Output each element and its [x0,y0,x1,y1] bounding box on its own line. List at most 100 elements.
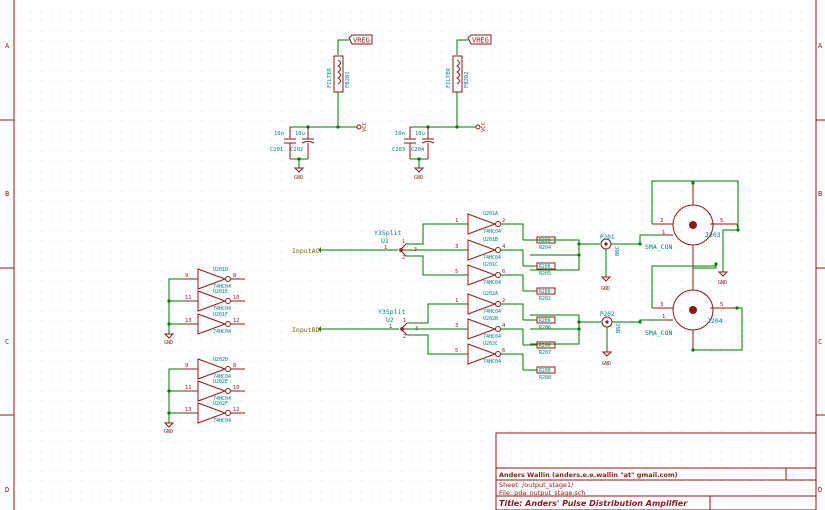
gate-ref: U202E [213,379,228,385]
svg-text:SMA_CON: SMA_CON [645,243,672,251]
gate-out-pin: 12 [233,318,240,324]
svg-text:VREG: VREG [353,37,370,45]
svg-text:1: 1 [662,230,665,236]
gate-part: 74HC04 [483,229,501,235]
svg-text:GND: GND [164,429,173,435]
gate-out-pin: 10 [233,295,240,301]
gate-in-pin: 11 [185,385,192,391]
power-filter-left: VREG FILTER FB201 VCC 10n C201 10u C202 … [270,34,373,181]
svg-text:VCC: VCC [362,122,368,132]
svg-text:U2: U2 [386,316,394,324]
gate-in-pin: 13 [185,318,192,324]
gate-out-pin: 8 [233,273,236,279]
svg-text:GND: GND [164,340,173,346]
svg-text:A: A [818,42,823,50]
gate-ref: U202C [483,341,498,347]
resistor-value: R200 [539,343,551,349]
gate-in-pin: 1 [455,298,458,304]
svg-text:C204: C204 [411,147,425,153]
svg-text:VREG: VREG [472,37,489,45]
gate-out-pin: 6 [502,348,505,354]
gate-part: 74HC04 [213,418,231,424]
gate-ref: U201C [483,262,498,268]
gate-ref: U202A [483,291,498,297]
gate-out-pin: 12 [233,407,240,413]
title-text: Title: Anders' Pulse Distribution Amplif… [499,499,688,508]
svg-text:InputBD: InputBD [292,326,319,334]
gate-part: 74HC04 [213,329,231,335]
svg-text:J203: J203 [705,231,721,239]
gate-in-pin: 5 [455,269,458,275]
resistor-ref: R208 [539,375,551,381]
gate-part: 74HC04 [213,284,231,290]
resistor-value: R200 [539,264,551,270]
capacitor-c201: 10n C201 [270,127,296,159]
gate-in-pin: 11 [185,295,192,301]
svg-text:P202: P202 [600,311,615,318]
svg-text:Y3Split: Y3Split [378,308,405,316]
gate-out-pin: 2 [502,298,505,304]
capacitor-c203: 10n C203 [392,127,416,159]
svg-text:C: C [818,338,822,346]
svg-text:BNC: BNC [616,323,622,333]
resistor-ref: R206 [539,325,551,331]
svg-text:3: 3 [660,218,663,224]
svg-text:GND: GND [718,280,727,286]
resistor-value: R200 [539,289,551,295]
svg-text:Y3Split: Y3Split [374,229,401,237]
svg-text:1: 1 [384,245,387,251]
svg-text:1: 1 [389,324,392,330]
svg-text:10u: 10u [415,131,425,137]
sma-connector-j203: 3 1 5 J203 SMA_CON GND [645,180,740,286]
gate-part: 74HC04 [483,334,501,340]
gate-part: 74HC04 [483,309,501,315]
resistor-ref: R207 [539,350,551,356]
svg-text:GND: GND [294,175,303,181]
gate-out-pin: 10 [233,385,240,391]
gate-ref: U201D [213,267,228,273]
unused-gate-u201d: 9 8 U201D 74HC04 [183,267,245,290]
svg-text:D: D [818,486,822,494]
svg-text:2: 2 [402,255,405,261]
svg-text:B: B [5,190,9,198]
unused-gate-u202e: 11 10 U202E 74HC04 [183,379,245,402]
title-author: Anders Wallin (anders.e.e.wallin "at" gm… [499,471,678,479]
gate-in-pin: 1 [455,218,458,224]
gate-in-pin: 3 [455,323,458,329]
svg-text:3: 3 [660,302,663,308]
title-file: File: pda_output_stage.sch [499,489,586,497]
lower-output-network: P202 BNC GND [530,311,662,367]
capacitor-c204: 10u C204 [411,127,435,159]
upper-output-network: P201 BNC GND [530,234,662,292]
gate-part: 74HC04 [213,396,231,402]
svg-text:FILTER: FILTER [327,67,333,88]
gate-ref: U201A [483,211,498,217]
svg-text:U1: U1 [381,237,389,245]
resistor-value: R200 [539,238,551,244]
title-block: Anders Wallin (anders.e.e.wallin "at" gm… [495,432,817,510]
resistor-value: R206 [539,318,551,324]
vreg-flag: VREG [348,34,373,45]
svg-text:GND: GND [601,286,610,292]
svg-text:10n: 10n [395,131,405,137]
inverter-gate-u202a: 1 2 U202A 74HC04 [455,291,524,320]
svg-text:FB202: FB202 [464,71,470,88]
gate-part: 74HC04 [213,306,231,312]
gate-in-pin: 9 [185,273,188,279]
resistor-ref: R202 [539,296,551,302]
svg-text:FB201: FB201 [345,71,351,88]
svg-text:1: 1 [403,318,406,324]
svg-text:C202: C202 [290,147,303,153]
